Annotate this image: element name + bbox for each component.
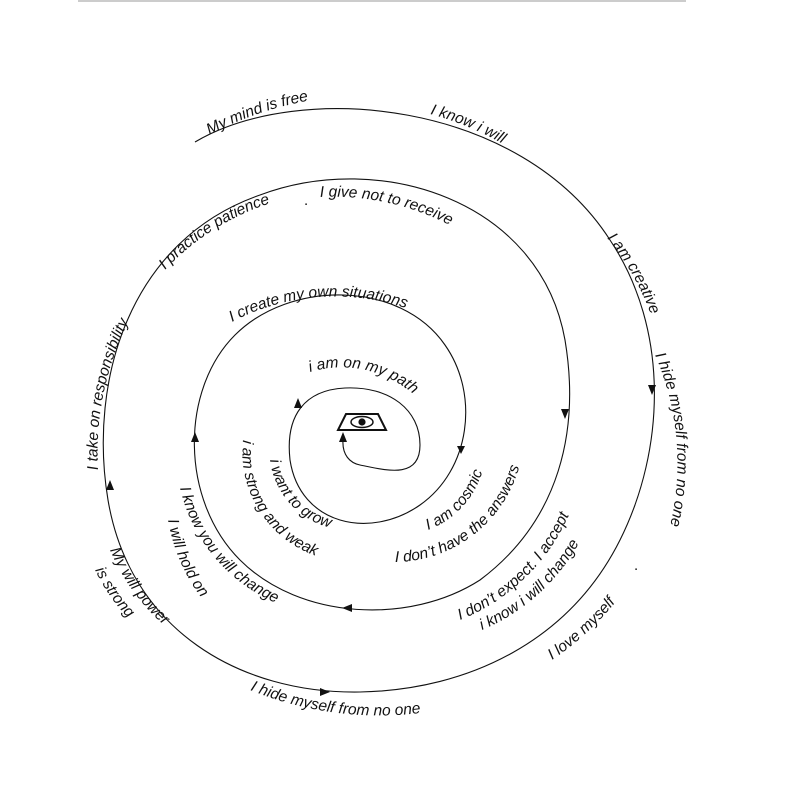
phrase-i-know-i-will-change: i know i will change — [477, 536, 583, 634]
arrow-bottom-inner — [342, 604, 352, 612]
arrow-bottom-outer — [320, 688, 330, 696]
phrase-i-take-on-responsibility: I take on responsibility — [85, 315, 133, 471]
phrase-i-practice-patience: I practice patience — [156, 191, 272, 273]
phrase-my-mind-is-free: My mind is free — [204, 88, 310, 138]
arrow-center — [339, 432, 347, 442]
phrase-i-am-creative: I am creative — [604, 230, 663, 317]
phrase-i-know-i-will: I know i will — [429, 101, 509, 147]
dot-a: . — [304, 192, 308, 209]
phrase-i-am-on-my-path: i am on my path — [306, 354, 421, 397]
phrase-i-love-myself: I love myself — [545, 593, 620, 664]
phrase-i-hide-myself-bottom: I hide myself from no one — [248, 678, 421, 720]
arrow-left-inner — [191, 432, 199, 442]
eye-icon — [336, 413, 388, 431]
arrow-inner-up — [294, 398, 302, 408]
arrow-right-inner — [561, 409, 569, 419]
spiral-line — [102, 108, 655, 693]
phrase-i-hide-myself-right: I hide myself from no one — [651, 350, 690, 529]
arrow-left-outer — [106, 480, 114, 490]
arrow-right-outer — [648, 385, 656, 395]
phrase-i-am-strong-and-weak: i am strong and weak — [238, 440, 321, 560]
phrase-i-give-not-to-receive: I give not to receive — [319, 184, 456, 229]
arrow-inner-right — [457, 446, 465, 454]
dot-b: . — [634, 557, 638, 574]
